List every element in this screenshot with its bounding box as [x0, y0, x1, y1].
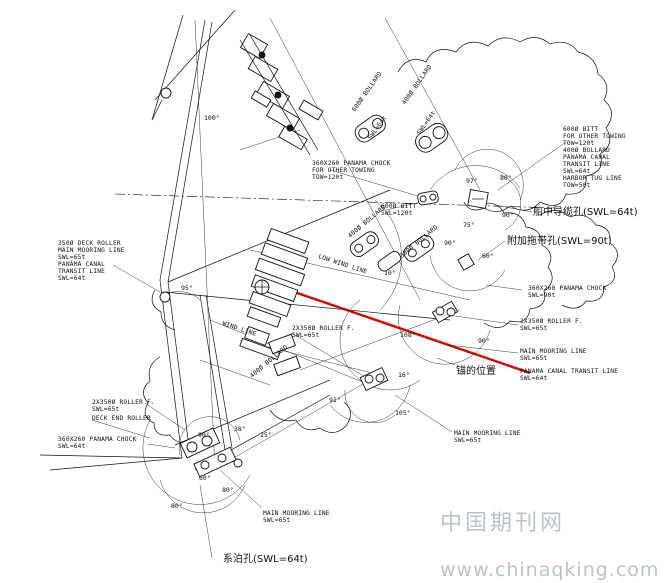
label-deck-roller-350: 350Ø DECK ROLLER [58, 239, 121, 247]
label-main-mooring-line-c: MAIN MOORING LINE [263, 510, 330, 517]
label-bitt-600-mid: 600Ø BITT [381, 202, 416, 210]
label-tow-120-a: TOW=120t [563, 140, 594, 147]
label-panama-canal-b: PANAMA CANAL [58, 261, 105, 268]
bollards-upper-right [349, 114, 449, 272]
angle-label: 16° [398, 371, 410, 379]
label-swl-65-b: SWL=65t [520, 325, 548, 332]
watermark-url: www.chinaqking.com [440, 559, 659, 581]
angle-label: 10° [384, 269, 396, 277]
label-for-other-towing-b: FOR OTHER TOWING [312, 167, 375, 174]
label-swl-64-d: SWL=64t [58, 275, 86, 282]
angle-label: 38° [234, 425, 246, 433]
angle-label: 100° [204, 114, 220, 122]
angle-label: 90° [198, 431, 210, 439]
label-for-other-towing-a: FOR OTHER TOWING [563, 133, 626, 140]
revision-cloud-left [143, 289, 191, 443]
label-swl-65-d: SWL=65t [292, 332, 320, 339]
label-main-mooring-line-d: MAIN MOORING LINE [454, 430, 521, 437]
label-bollard-600: 600Ø BOLLARD [350, 70, 384, 113]
chocks-and-rollers [159, 87, 489, 478]
leader-lines [91, 141, 567, 559]
revision-cloud-bottom [269, 401, 351, 433]
angle-label: 90° [502, 211, 514, 219]
angle-label: 75° [463, 221, 475, 229]
label-swl-64-c: SWL=64t [563, 168, 591, 175]
label-swl-65-c: SWL=65t [520, 355, 548, 362]
label-panama-canal-transit-line: PANAMA CANAL TRANSIT LINE [520, 368, 618, 375]
annotation-center-chock: 船中导缆孔(SWL=64t) [533, 205, 638, 218]
label-bollard-400-canal: 400Ø BOLLARD [563, 146, 610, 154]
label-chock-360-right: 360X260 PANAMA CHOCK [528, 285, 607, 292]
label-swl-65-e: SWL=65t [92, 406, 120, 413]
angle-label: 97° [466, 177, 478, 185]
revision-cloud-lower [479, 202, 553, 328]
angle-labels: 100° 97° 80° 90° 75° 90° 60° 10° 108° 90… [171, 114, 514, 510]
label-deck-end-roller: DECK END ROLLER [92, 415, 151, 422]
label-chock-360-left: 360X260 PANAMA CHOCK [58, 436, 137, 443]
annotation-towing-bracket: 附加拖带孔(SWL=90t) [507, 234, 612, 247]
angle-label: 90° [478, 337, 490, 345]
angle-label: 95° [181, 284, 193, 292]
angle-label: 80° [171, 502, 183, 510]
label-roller-2x350-left: 2X350Ø ROLLER F. [92, 398, 155, 406]
angle-label: 60° [199, 474, 211, 482]
angle-arcs [142, 149, 524, 514]
anchor-position-highlight-line [267, 281, 531, 375]
label-main-mooring-line-a: MAIN MOORING LINE [58, 247, 125, 254]
annotation-mooring-hole: 系泊孔(SWL=64t) [223, 553, 308, 565]
angle-label: 90° [444, 239, 456, 247]
label-swl-65-f: SWL=65t [263, 517, 291, 524]
angle-label: 60° [482, 252, 494, 260]
angle-label: 91° [329, 396, 341, 404]
mooring-winch-middle [239, 227, 310, 361]
label-chock-360-top: 360X260 PANAMA CHOCK [312, 160, 391, 167]
angle-label: 80° [222, 486, 234, 494]
angle-label: 80° [500, 174, 512, 182]
label-roller-2x350-mid: 2X350Ø ROLLER F. [292, 324, 355, 332]
label-transit-line-b: TRANSIT LINE [58, 268, 105, 275]
label-swl-64-f: SWL=64t [58, 443, 86, 450]
label-transit-line: TRANSIT LINE [563, 161, 610, 168]
label-swl-65-a: SWL=65t [58, 254, 86, 261]
mooring-winch-upper [239, 32, 324, 156]
revision-cloud-right [539, 210, 618, 309]
angle-label: 108° [400, 331, 416, 339]
angle-label: 105° [395, 409, 411, 417]
label-main-mooring-line-b: MAIN MOORING LINE [520, 348, 587, 355]
label-tow-50: TOW=50t [563, 182, 591, 189]
revision-cloud-upper [397, 37, 612, 212]
label-wind-line: WIND LINE [221, 320, 257, 338]
label-swl-90: SWL=90t [528, 292, 556, 299]
label-panama-canal: PANAMA CANAL [563, 154, 610, 161]
label-tow-120-b: TOW=120t [312, 174, 343, 181]
watermark-site-name: 中国期刊网 [440, 511, 565, 536]
label-swl-64-e: SWL=64t [520, 375, 548, 382]
label-harbor-tug-line: HARBOR TUG LINE [563, 175, 622, 182]
label-roller-2x350-right: 2X350Ø ROLLER F. [520, 317, 583, 325]
angle-label: 25° [260, 431, 272, 439]
label-swl-120: SWL=120t [381, 210, 412, 217]
label-bollard-400: 400Ø BOLLARD [400, 63, 434, 106]
label-bitt-600-top: 600Ø BITT [563, 125, 598, 133]
label-swl-65-g: SWL=65t [454, 437, 482, 444]
annotation-anchor-position: 锚的位置 [456, 364, 496, 377]
